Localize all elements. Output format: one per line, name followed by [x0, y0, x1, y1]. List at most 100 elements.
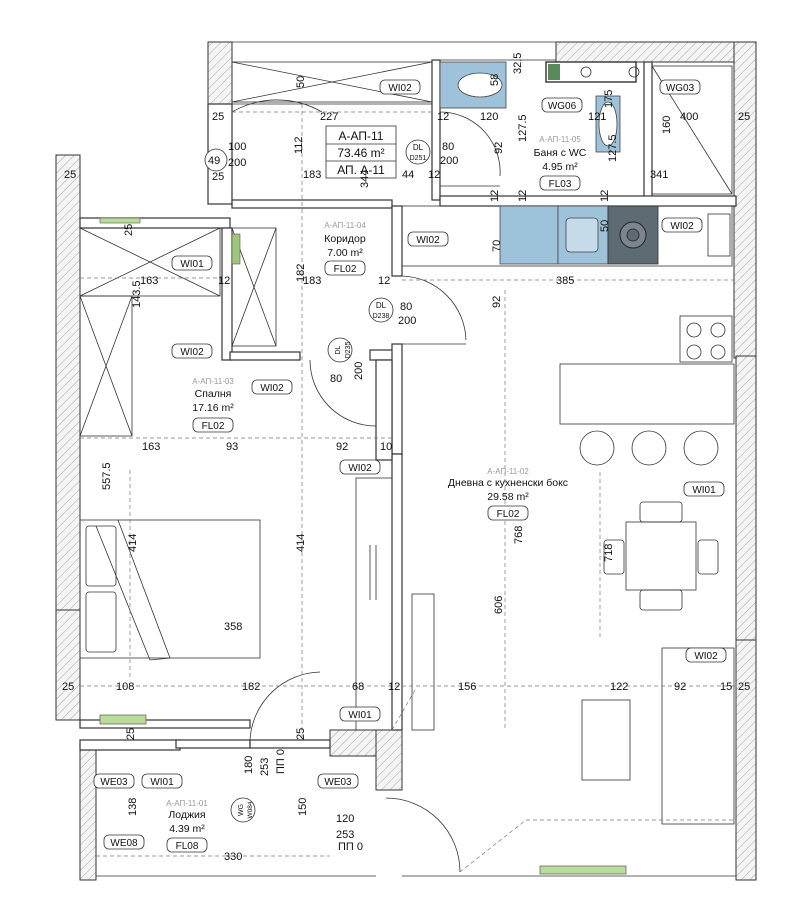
- interior-walls: [79, 41, 737, 877]
- tag-wi01: WI01: [692, 485, 716, 496]
- tag-wi02: WI02: [348, 463, 372, 474]
- dim: 253: [336, 829, 354, 841]
- dim: 183: [303, 169, 321, 181]
- dim: 180: [243, 756, 255, 774]
- dim: 143.5: [131, 280, 143, 308]
- dim: 25: [212, 171, 224, 183]
- tag-wi02: WI02: [180, 347, 204, 358]
- dim: 358: [224, 621, 242, 633]
- dim: 120: [480, 111, 498, 123]
- door-tag-d251: D251: [410, 155, 427, 162]
- room-code: А-АП-11-04: [324, 221, 366, 230]
- room-living: А-АП-11-02 Дневна с кухненски бокс 29.58…: [448, 467, 568, 521]
- tag-wi02: WI02: [388, 83, 412, 94]
- tag-wi02: WI02: [260, 383, 284, 394]
- room-name: Лоджия: [168, 809, 205, 821]
- dim: 150: [297, 798, 309, 816]
- dim: 12: [428, 169, 440, 181]
- dim: 120: [336, 813, 354, 825]
- dim: 49: [208, 155, 220, 167]
- tag-wi01: WI01: [180, 259, 204, 270]
- dim: 385: [556, 275, 574, 287]
- dim: 200: [353, 362, 365, 380]
- dim: 227: [320, 111, 338, 123]
- dim: 160: [661, 116, 673, 134]
- dim: 15: [720, 681, 732, 693]
- tag-we03: WE03: [100, 777, 128, 788]
- tag-wi01: WI01: [348, 710, 372, 721]
- dim: 175: [603, 90, 615, 108]
- dim: 92: [336, 441, 348, 453]
- dim: 768: [513, 526, 525, 544]
- room-name: Коридор: [324, 233, 366, 245]
- tag-we08: WE08: [110, 838, 138, 849]
- tag-we03: WE03: [324, 777, 352, 788]
- floor-tag: FL02: [334, 264, 357, 275]
- dim: 25: [738, 681, 750, 693]
- dim: 121: [588, 111, 606, 123]
- dim: 92: [493, 142, 505, 154]
- dim: 108: [116, 681, 134, 693]
- dim: 127.5: [607, 134, 619, 162]
- tag-wi02: WI02: [694, 651, 718, 662]
- dim: 127.5: [517, 114, 529, 142]
- dim: 12: [378, 275, 390, 287]
- room-code: А-АП-11-05: [539, 135, 581, 144]
- apartment-area: 73.46 m²: [337, 146, 384, 160]
- room-area: 7.00 m²: [327, 247, 363, 259]
- apartment-name: АП. А-11: [337, 163, 385, 177]
- dim: 25: [212, 111, 224, 123]
- room-area: 4.95 m²: [542, 161, 578, 173]
- dim: 200: [398, 315, 416, 327]
- room-corridor: А-АП-11-04 Коридор 7.00 m² FL02: [324, 221, 366, 276]
- dim: 25: [295, 728, 307, 740]
- room-name: Спалня: [195, 388, 232, 400]
- dim: 44: [402, 169, 414, 181]
- tag-w084: W084: [247, 801, 254, 818]
- tag-wi02: WI02: [670, 221, 694, 232]
- dim: 12: [388, 681, 400, 693]
- tag-wi01: WI01: [150, 777, 174, 788]
- dim: 156: [458, 681, 476, 693]
- door-tag-d235: D235: [345, 342, 352, 359]
- dim: 163: [142, 441, 160, 453]
- dim: 25: [125, 728, 137, 740]
- room-bath: А-АП-11-05 Баня с WC 4.95 m² FL03: [534, 135, 587, 191]
- room-code: А-АП-11-03: [192, 377, 234, 386]
- door-tag-dl: DL: [335, 345, 342, 354]
- dimension-labels: 25 227 50 12 120 58 32.5 175 121 400 25 …: [62, 53, 750, 863]
- dim: 32.5: [512, 53, 524, 74]
- dim: 200: [440, 155, 458, 167]
- dim: 25: [64, 169, 76, 181]
- dim: 50: [599, 220, 611, 232]
- dim: 182: [242, 681, 260, 693]
- room-name: Баня с WC: [534, 147, 587, 159]
- dim: 93: [226, 441, 238, 453]
- dim: 25: [123, 224, 135, 236]
- door-tag-dl: DL: [413, 143, 424, 152]
- fixtures: [79, 61, 735, 875]
- apartment-title: А-АП-11 73.46 m² АП. А-11: [325, 125, 397, 179]
- dim: 330: [224, 851, 242, 863]
- dim: 112: [293, 136, 305, 154]
- room-area: 29.58 m²: [487, 491, 529, 503]
- room-code: А-АП-11-02: [487, 467, 529, 476]
- dim: 25: [738, 111, 750, 123]
- dim: 344: [359, 170, 371, 188]
- dim: 70: [491, 240, 503, 252]
- dim: 182: [295, 264, 307, 282]
- dim: 12: [218, 275, 230, 287]
- tag-wi02: WI02: [416, 235, 440, 246]
- dim: 414: [127, 534, 139, 552]
- dim: 25: [62, 681, 74, 693]
- floor-tag: FL08: [176, 841, 199, 852]
- room-code: А-АП-11-01: [166, 799, 208, 808]
- dim: 10: [380, 441, 392, 453]
- dim: 253: [259, 758, 271, 776]
- floor-tag: FL02: [497, 509, 520, 520]
- dim: 12: [489, 190, 501, 202]
- dim: 92: [491, 296, 503, 308]
- exterior-walls: [55, 41, 757, 881]
- dim: 557.5: [101, 462, 113, 490]
